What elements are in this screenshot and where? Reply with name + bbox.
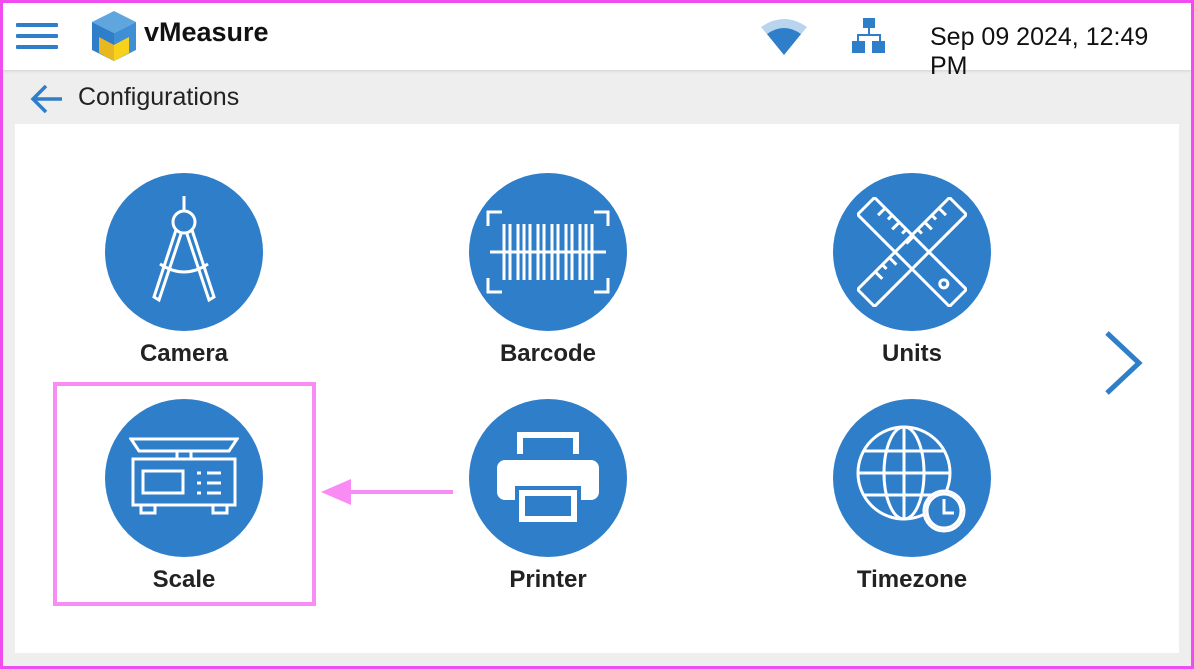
wifi-icon[interactable] [759,17,809,57]
tile-label: Units [882,340,942,367]
tile-timezone[interactable]: Timezone [792,399,1032,609]
tile-camera[interactable]: Camera [64,173,304,383]
tile-label: Camera [139,340,229,367]
menu-button[interactable] [16,21,58,51]
printer-icon [497,432,599,524]
tile-barcode[interactable]: Barcode [428,173,668,383]
pointer-arrow-icon [321,479,453,505]
compass-icon [152,196,216,303]
app-name: vMeasure [144,17,269,47]
rulers-icon [857,197,967,307]
datetime-display: Sep 09 2024, 12:49 PM [930,23,1149,80]
chevron-right-icon[interactable] [1101,329,1147,397]
tile-scale[interactable]: Scale [64,399,304,609]
back-arrow-icon[interactable] [29,83,65,115]
scale-icon [129,437,239,515]
page-title: Configurations [78,83,240,111]
tile-label: Scale [152,566,216,593]
tile-units[interactable]: Units [792,173,1032,383]
barcode-icon [486,210,610,294]
top-bar: vMeasure Sep 09 2024, 12:49 PM [3,3,1191,80]
tile-printer[interactable]: Printer [428,399,668,609]
tile-label: Printer [509,566,587,593]
vmeasure-logo-icon [92,11,136,61]
network-icon[interactable] [851,17,887,55]
highlight-box [53,382,316,606]
tile-label: Timezone [856,566,968,593]
tile-label: Barcode [499,340,597,367]
globe-clock-icon [856,425,966,533]
